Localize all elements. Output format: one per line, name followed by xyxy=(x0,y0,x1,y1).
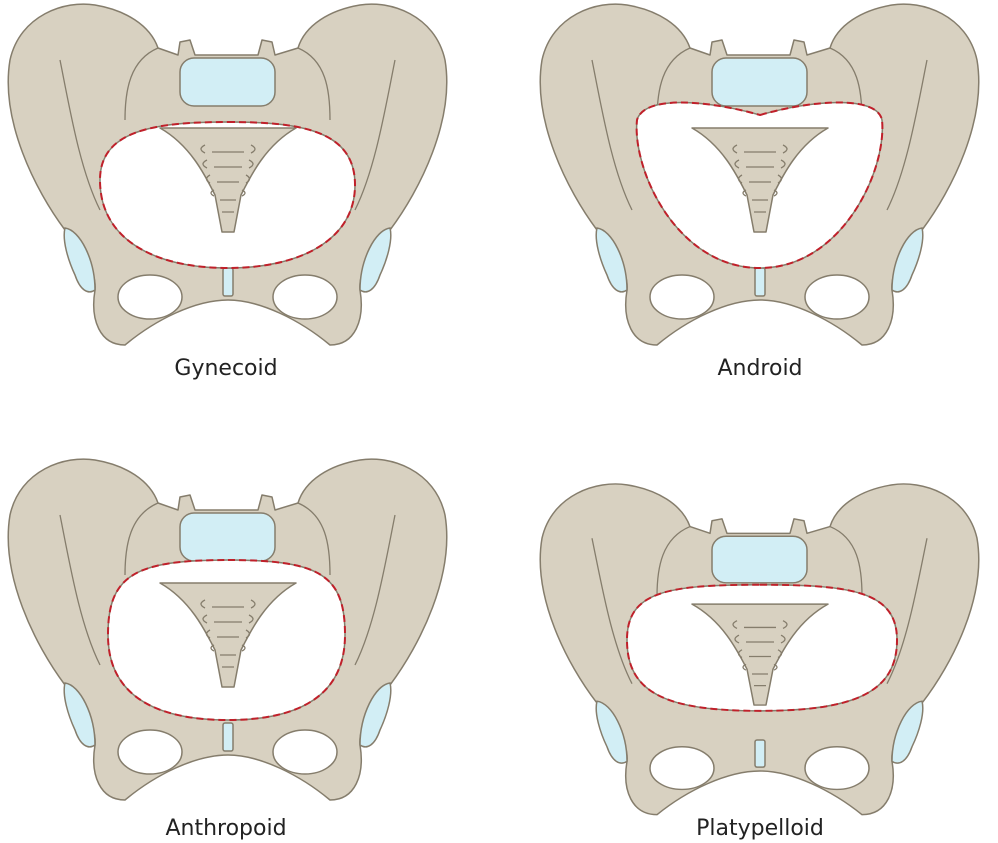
inlet-outline-gynecoid xyxy=(98,120,357,270)
inlet-outline-anthropoid xyxy=(106,558,347,722)
label-gynecoid: Gynecoid xyxy=(174,356,278,381)
inlet-outline-platypelloid xyxy=(625,583,899,712)
pelvis-android xyxy=(539,3,980,346)
pelvis-gynecoid xyxy=(7,3,448,346)
inlet-outline-android xyxy=(635,101,884,270)
label-platypelloid: Platypelloid xyxy=(696,816,824,841)
label-anthropoid: Anthropoid xyxy=(165,816,287,841)
pelvis-platypelloid xyxy=(539,483,980,816)
label-android: Android xyxy=(717,356,803,381)
pelvis-anthropoid xyxy=(7,458,448,801)
